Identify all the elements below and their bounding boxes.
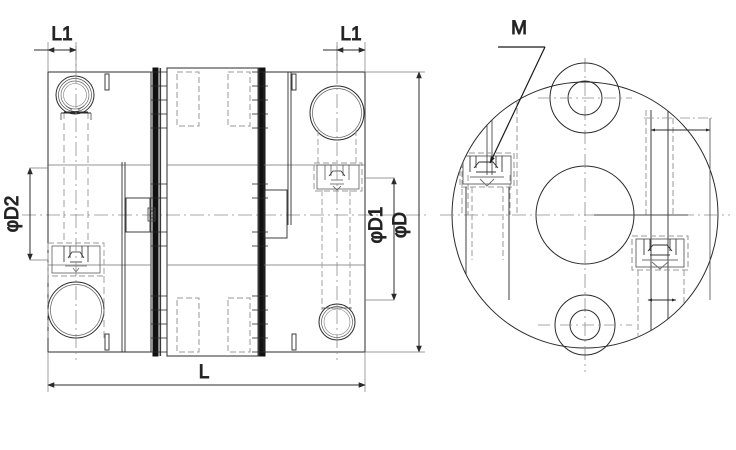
disc-plate-b-laminations <box>252 71 268 353</box>
dim-label-l-total: L <box>199 362 210 383</box>
end-view-bolt-hole-bottom <box>538 294 632 356</box>
left-hub-boss <box>121 162 126 352</box>
dim-l-total: L <box>47 352 366 392</box>
end-view-small-dimension <box>644 117 712 300</box>
dim-phi-d2: φD2 <box>2 167 48 261</box>
dim-label-phi-d1: φD1 <box>366 207 387 244</box>
dim-label-l1-right: L1 <box>340 24 361 45</box>
right-hub-boss <box>287 72 292 225</box>
right-hub-clamp-slit <box>317 130 357 310</box>
disc-plate-a <box>152 67 162 357</box>
right-hub-slot-marks <box>291 73 297 351</box>
dim-phi-d: φD <box>365 71 425 353</box>
center-spacer-body <box>166 67 260 357</box>
left-hub-hole-wall-hidden <box>47 243 105 340</box>
right-hub-axis-boss <box>264 189 288 239</box>
callout-label-m: M <box>511 18 527 39</box>
disc-plate-a-laminations <box>151 71 167 353</box>
left-hub-axis-boss <box>125 197 156 233</box>
dim-l1-right: L1 <box>323 24 366 72</box>
spacer-bolt-pockets <box>176 71 251 353</box>
dim-label-l1-left: L1 <box>51 24 72 45</box>
left-hub-slot-marks <box>104 73 110 351</box>
end-view-left-clamp-group <box>459 88 518 300</box>
right-hub-clamping-screw <box>313 162 363 192</box>
dim-label-phi-d2: φD2 <box>2 196 23 233</box>
callout-m-thread: M <box>489 18 546 164</box>
end-view-right-clamp-group <box>594 105 689 340</box>
dim-label-phi-d: φD <box>390 212 411 238</box>
left-hub-threaded-hole <box>55 75 95 115</box>
end-view-bolt-hole-top <box>538 62 632 134</box>
clamping-screw-thread <box>459 152 515 188</box>
dim-l1-left: L1 <box>34 24 77 72</box>
dim-phi-d1: φD1 <box>365 177 397 301</box>
left-hub-body <box>47 71 152 353</box>
